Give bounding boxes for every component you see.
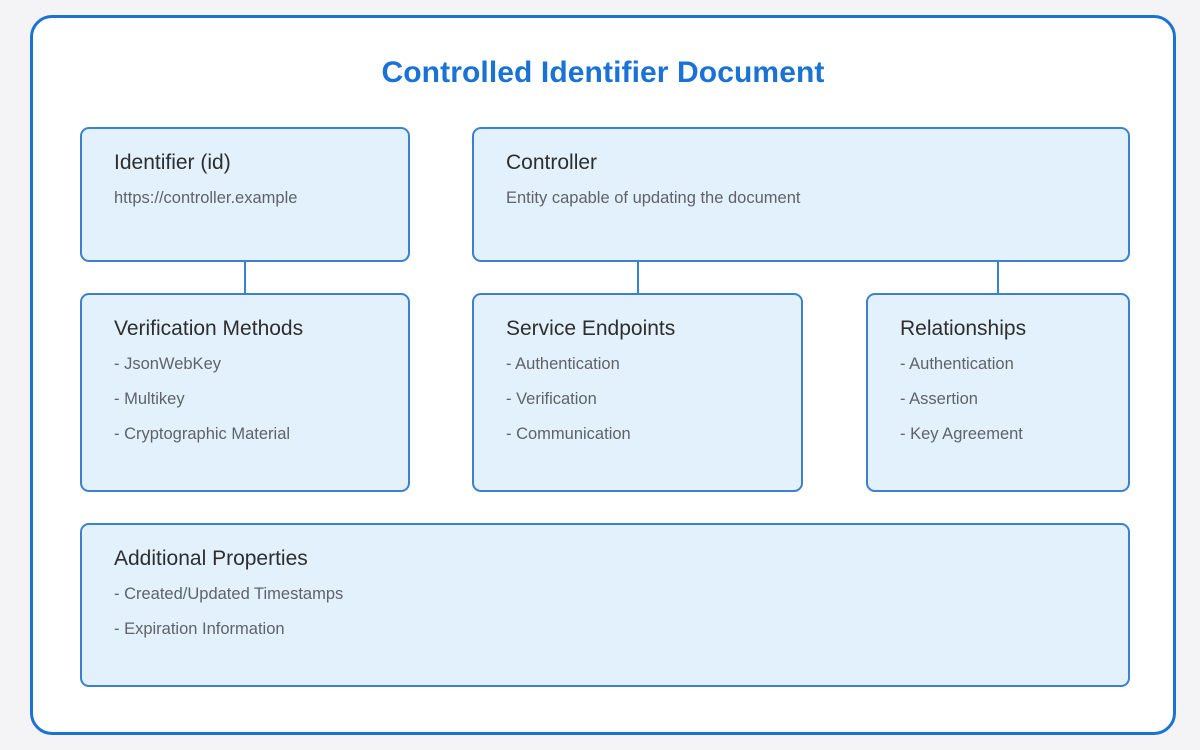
list-item: - Created/Updated Timestamps (114, 585, 344, 604)
list-item: - JsonWebKey (114, 355, 221, 374)
list-item: - Assertion (900, 390, 978, 409)
node-service-endpoints-title: Service Endpoints (506, 317, 676, 340)
node-additional-properties[interactable]: Additional Properties - Created/Updated … (80, 523, 1130, 687)
node-relationships-list: - Authentication - Assertion - Key Agree… (900, 355, 1098, 444)
connector-controller-to-relationships (997, 262, 999, 293)
node-verification-methods-title: Verification Methods (114, 317, 304, 340)
list-item: - Key Agreement (900, 425, 1023, 444)
node-controller-description: Entity capable of updating the document (506, 189, 801, 208)
node-relationships-title: Relationships (900, 317, 1027, 340)
connector-controller-to-service-endpoints (637, 262, 639, 293)
node-service-endpoints[interactable]: Service Endpoints - Authentication - Ver… (472, 293, 803, 492)
list-item: - Communication (506, 425, 631, 444)
node-verification-methods[interactable]: Verification Methods - JsonWebKey - Mult… (80, 293, 410, 492)
node-identifier-value: https://controller.example (114, 189, 298, 208)
list-item: - Authentication (506, 355, 620, 374)
node-controller-title: Controller (506, 151, 598, 174)
node-verification-methods-list: - JsonWebKey - Multikey - Cryptographic … (114, 355, 378, 444)
list-item: - Multikey (114, 390, 185, 409)
list-item: - Authentication (900, 355, 1014, 374)
node-relationships[interactable]: Relationships - Authentication - Asserti… (866, 293, 1130, 492)
node-additional-properties-title: Additional Properties (114, 547, 308, 570)
list-item: - Verification (506, 390, 597, 409)
connector-identifier-to-verification-methods (244, 262, 246, 293)
list-item: - Cryptographic Material (114, 425, 291, 444)
node-additional-properties-list: - Created/Updated Timestamps - Expiratio… (114, 585, 1098, 639)
page-title: Controlled Identifier Document (381, 56, 825, 89)
list-item: - Expiration Information (114, 620, 285, 639)
node-identifier-title: Identifier (id) (114, 151, 231, 174)
node-controller[interactable]: Controller Entity capable of updating th… (472, 127, 1130, 262)
node-service-endpoints-list: - Authentication - Verification - Commun… (506, 355, 771, 444)
node-identifier[interactable]: Identifier (id) https://controller.examp… (80, 127, 410, 262)
